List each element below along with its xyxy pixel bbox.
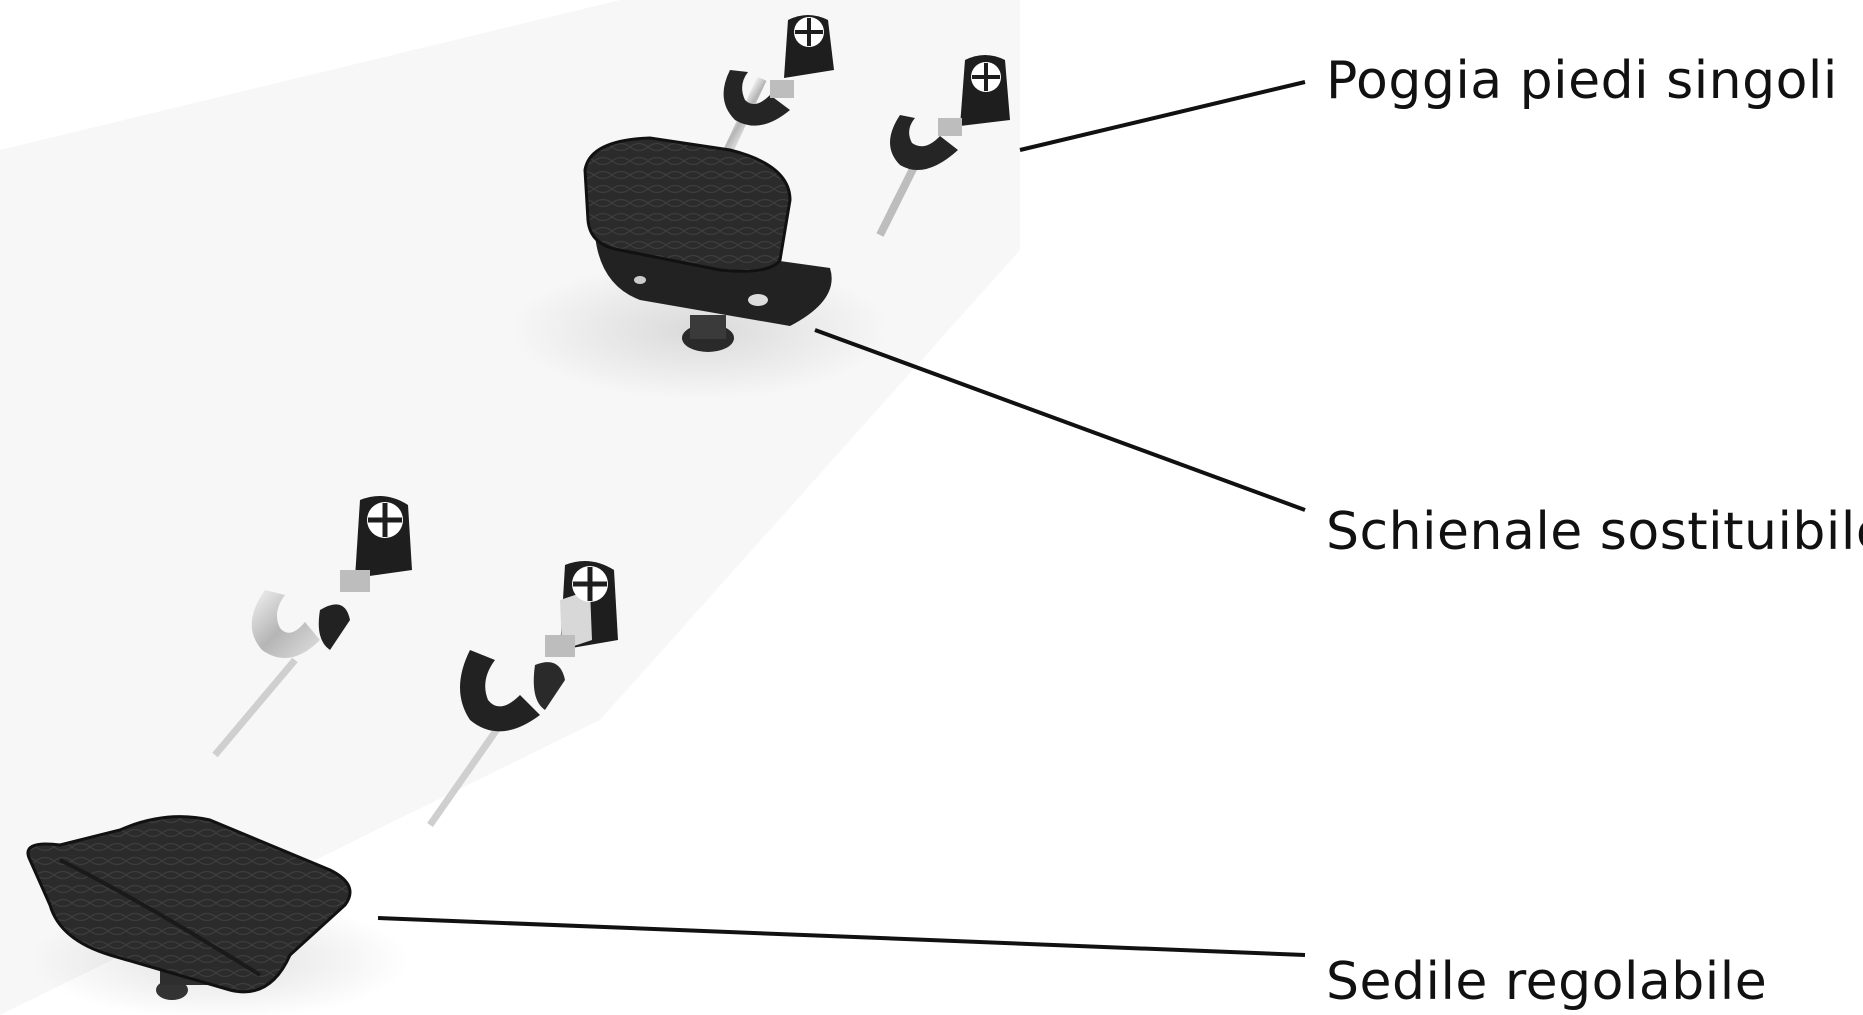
leader-line-footrest bbox=[1019, 80, 1306, 152]
label-footrest: Poggia piedi singoli bbox=[1326, 51, 1838, 111]
upper-footrest-left bbox=[723, 15, 834, 154]
leader-line-backrest bbox=[814, 328, 1306, 512]
backrest-component bbox=[583, 136, 832, 352]
label-seat: Sedile regolabile bbox=[1326, 952, 1768, 1012]
lower-footrest-left bbox=[212, 496, 412, 758]
leader-line-seat bbox=[377, 916, 1306, 957]
lower-footrest-right bbox=[427, 561, 618, 828]
label-backrest: Schienale sostituibile bbox=[1326, 502, 1863, 562]
upper-footrest-right bbox=[876, 55, 1010, 237]
seat-component bbox=[26, 815, 352, 1000]
